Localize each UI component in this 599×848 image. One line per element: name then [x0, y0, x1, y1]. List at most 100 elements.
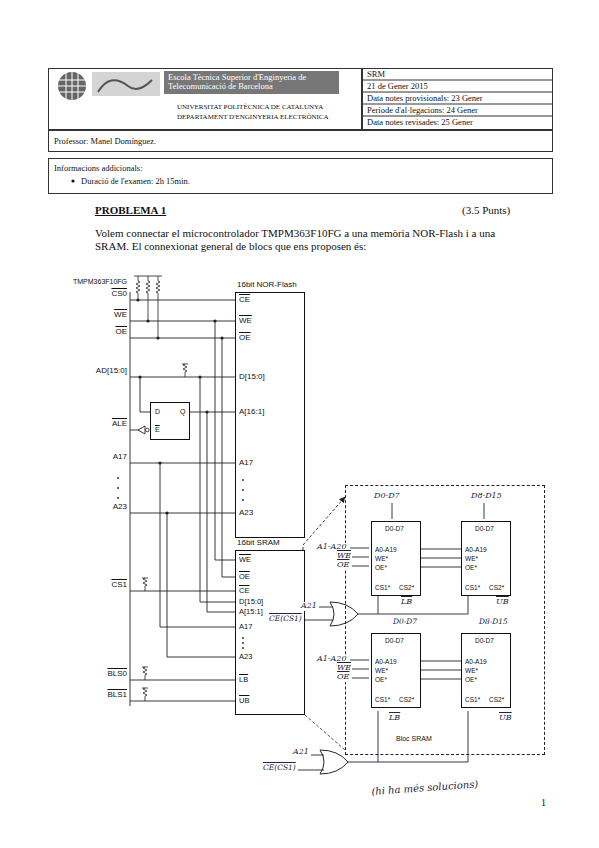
handwritten-note: LB — [388, 714, 401, 723]
sram-chip: D0-D7A0-A19WE*OE*CS1*CS2* — [461, 633, 511, 708]
pin-label: A[16:1] — [239, 408, 264, 417]
header-row: Informacions addicionals:Duració de l'ex… — [48, 158, 553, 194]
page-number: 1 — [541, 797, 546, 808]
ellipsis-dot — [242, 489, 244, 491]
pin-label: LB — [239, 676, 248, 684]
signal-name: BLS0 — [107, 670, 127, 679]
table-rule — [362, 80, 553, 116]
sram-chip: D0-D7A0-A19WE*OE*CS1*CS2* — [371, 521, 421, 596]
pin-label: A17 — [239, 459, 253, 468]
pin-label: D[15:0] — [239, 598, 263, 606]
pin-label: WE* — [375, 667, 388, 674]
header-text: SRM — [367, 70, 385, 79]
pin-label: A17 — [239, 623, 252, 631]
handwritten-note: CE(CS1) — [262, 764, 297, 772]
header-text: Període d'al·legacions: 24 Gener — [367, 106, 478, 115]
handwritten-note: D0-D7 — [373, 492, 401, 501]
signal-name: OE — [115, 328, 127, 337]
signal-name: CS0 — [111, 290, 127, 299]
sram-box: 16bit SRAMWEOECED[15:0]A[15:1]A17A23LBUB — [235, 550, 305, 715]
header-text: 21 de Gener 2015 — [367, 82, 428, 91]
header-text: Data notes revisades: 25 Gener — [367, 118, 473, 127]
pin-label: WE* — [375, 555, 388, 562]
pin-label: A[15:1] — [239, 608, 263, 616]
pin-label: A0-A19 — [465, 658, 487, 665]
pin-label: 16bit SRAM — [237, 539, 280, 548]
latch-box: DQE — [150, 402, 190, 440]
pin-label: OE* — [465, 564, 477, 571]
mcu-edge — [130, 292, 131, 706]
sram-block: Bloc SRAMD0-D7A0-A19WE*OE*CS1*CS2*D0-D7A… — [345, 485, 545, 755]
flash-box: 16bit NOR-FlashCEWEOED[15:0]A[16:1]A17A2… — [235, 292, 305, 538]
ellipsis-dot — [242, 499, 244, 501]
handwritten-note: UB — [495, 598, 510, 607]
bus-wire — [130, 300, 235, 701]
handwritten-note: OE — [336, 561, 350, 570]
pin-label: WE — [239, 556, 251, 564]
pin-label: D0-D7 — [475, 525, 494, 532]
pin-label: UB — [239, 697, 249, 705]
pin-label: OE — [239, 573, 250, 581]
inverter-symbol — [138, 426, 145, 434]
pin-label: D0-D7 — [385, 637, 404, 644]
signal-name: BLS1 — [107, 691, 127, 700]
or-gate-symbol — [320, 750, 348, 774]
pin-label: WE* — [465, 667, 478, 674]
handwritten-wire — [298, 503, 484, 770]
pin-label: CE — [239, 587, 249, 595]
connector — [421, 558, 461, 559]
junction-dot — [158, 461, 161, 464]
junction-dot — [146, 319, 149, 322]
ellipsis-dot — [117, 487, 119, 489]
connector — [421, 661, 461, 662]
sram-chip: D0-D7A0-A19WE*OE*CS1*CS2* — [371, 633, 421, 708]
header-cell: Escola Tècnica Superior d'Enginyeria de … — [48, 68, 362, 130]
pin-label: D0-D7 — [385, 525, 404, 532]
header-text: Informacions addicionals: — [54, 164, 143, 173]
pin-label: D0-D7 — [475, 637, 494, 644]
signal-name: A23 — [113, 503, 127, 512]
ellipsis-dot — [242, 637, 244, 639]
resistor-symbol — [142, 364, 188, 701]
telecom-logo — [92, 72, 160, 96]
handwritten-note: UB — [498, 714, 513, 723]
bullet — [71, 179, 74, 182]
pin-label: A0-A19 — [375, 546, 397, 553]
resistor-symbol — [134, 276, 162, 338]
ellipsis-dot — [242, 647, 244, 649]
pin-label: OE — [239, 334, 251, 343]
pin-label: OE* — [465, 676, 477, 683]
pin-label: CS2* — [489, 584, 504, 591]
pin-label: CE — [239, 296, 250, 305]
points-note: (3.5 Punts) — [462, 204, 510, 216]
junction-dot — [136, 298, 139, 301]
pin-label: CS2* — [399, 696, 414, 703]
pin-label: A0-A19 — [465, 546, 487, 553]
pin-label: WE* — [465, 555, 478, 562]
junction-dot — [138, 375, 141, 378]
signal-name: WE — [114, 311, 127, 320]
problem-heading: PROBLEMA 1 — [95, 204, 166, 216]
inverter-bubble — [146, 428, 150, 432]
junction-dot — [220, 336, 223, 339]
or-gate-symbol — [330, 602, 358, 626]
ellipsis-dot — [242, 642, 244, 644]
handwritten-note: D0-D7 — [392, 618, 418, 626]
handwritten-note: LB — [400, 598, 413, 607]
block-title: Bloc SRAM — [396, 735, 432, 743]
header-cell: SRM21 de Gener 2015Data notes provisiona… — [362, 68, 553, 130]
connector — [421, 679, 461, 680]
connector — [190, 412, 235, 413]
pin-label: CS2* — [399, 584, 414, 591]
pin-label: A23 — [239, 509, 253, 518]
header-text: DEPARTAMENT D'ENGINYERIA ELECTRÒNICA — [177, 114, 329, 122]
handwritten-note: WE — [336, 664, 352, 673]
pin-label: CS1* — [465, 584, 480, 591]
junction-dot — [198, 375, 201, 378]
ellipsis-dot — [117, 477, 119, 479]
ellipsis-dot — [242, 479, 244, 481]
pin-label: 16bit NOR-Flash — [237, 281, 297, 290]
pin-label: OE* — [375, 676, 387, 683]
handwritten-note: WE — [336, 552, 352, 561]
pin-label: D[15:0] — [239, 373, 265, 382]
